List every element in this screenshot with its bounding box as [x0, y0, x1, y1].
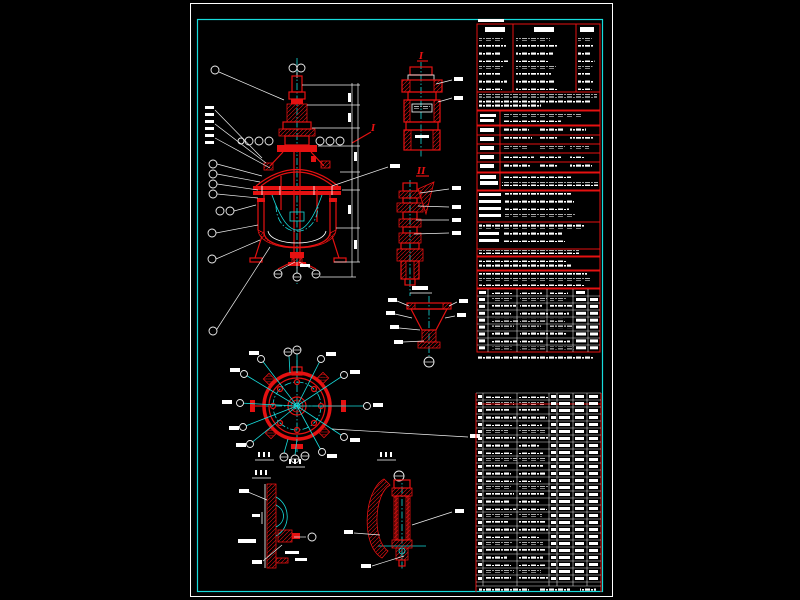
- inner-frame: [196, 18, 604, 593]
- right-data-panel: [475, 19, 602, 592]
- detail-title: II: [416, 167, 426, 177]
- part-balloon: [288, 63, 306, 78]
- section-flag: [311, 156, 316, 162]
- detail-view-ii: II: [396, 167, 461, 296]
- callout-leaders-left: [205, 65, 285, 336]
- support-detail-view: [238, 470, 317, 569]
- detail-title: I: [418, 52, 424, 62]
- nozzle-detail-view: [344, 470, 464, 570]
- bolt-balloons: [237, 136, 345, 146]
- dimension-stack: [302, 83, 360, 278]
- sheet-border: [190, 3, 613, 597]
- part-balloon: [273, 261, 321, 282]
- section-ref: I: [370, 124, 376, 134]
- detail-view-i: I: [401, 52, 463, 158]
- funnel-detail-view: [386, 296, 468, 368]
- plan-callouts: [222, 345, 480, 464]
- main-front-view: I: [205, 58, 400, 336]
- view-mark: [255, 452, 396, 468]
- plan-view: [222, 345, 480, 468]
